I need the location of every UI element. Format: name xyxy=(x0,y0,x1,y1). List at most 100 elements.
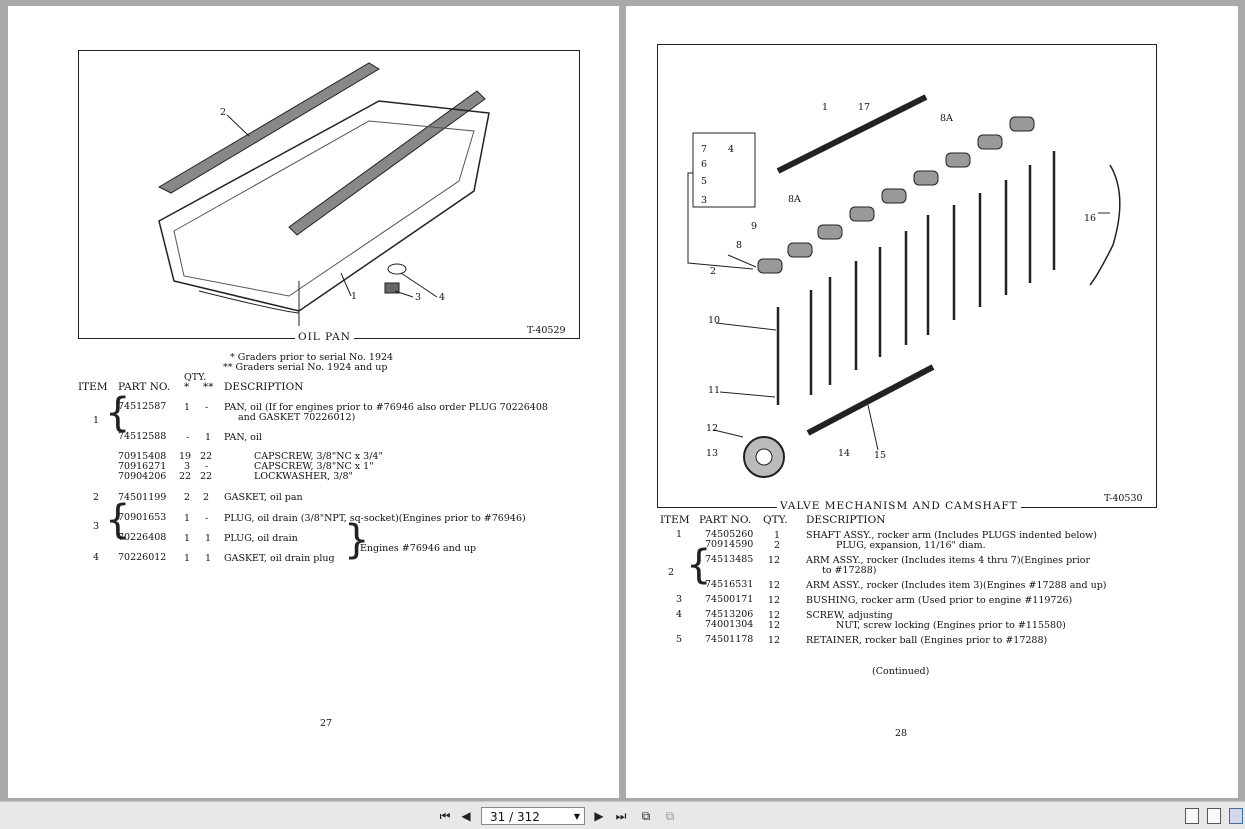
item-1: 1 xyxy=(93,415,100,426)
qty-dstar-header: ** xyxy=(203,381,214,393)
qty-1: - xyxy=(186,432,190,443)
description: CAPSCREW, 3/8"NC x 3/4" xyxy=(254,451,383,462)
continuous-icon[interactable] xyxy=(1207,808,1221,824)
part-no: 70916271 xyxy=(118,461,167,472)
part-no: 74505260 xyxy=(705,529,754,540)
item-4: 4 xyxy=(676,609,683,620)
part-no: 70914590 xyxy=(705,539,754,550)
qty-1: 1 xyxy=(184,553,191,564)
item-2: 2 xyxy=(668,567,675,578)
callout-15: 15 xyxy=(874,450,887,461)
qty-2: - xyxy=(205,402,209,413)
figure-caption: OIL PAN xyxy=(295,331,354,343)
description: NUT, screw locking (Engines prior to #11… xyxy=(836,620,1066,631)
callout-14: 14 xyxy=(838,448,851,459)
callout-8: 8 xyxy=(736,240,743,251)
qty-2: 1 xyxy=(205,533,212,544)
qty-header: QTY. xyxy=(184,372,207,383)
description-cont: and GASKET 70226012) xyxy=(238,412,356,423)
callout-3: 3 xyxy=(415,292,422,303)
description: RETAINER, rocker ball (Engines prior to … xyxy=(806,635,1048,646)
callout-8a-2: 8A xyxy=(788,194,801,205)
page-number-input[interactable]: 31 / 312 ▼ xyxy=(481,807,585,825)
item-header: ITEM xyxy=(78,381,108,393)
fit-icon[interactable]: ⧉ xyxy=(665,808,675,823)
part-no: 74512588 xyxy=(118,431,167,442)
part-no: 70226012 xyxy=(118,552,167,563)
qty-header: QTY. xyxy=(763,514,788,526)
qty: 12 xyxy=(768,620,781,631)
part-no: 74001304 xyxy=(705,619,754,630)
engines-note: Engines #76946 and up xyxy=(360,543,477,554)
valve-mechanism-illustration xyxy=(687,94,1121,478)
oil-pan-illustration xyxy=(157,62,490,326)
part-no: 74501199 xyxy=(118,492,167,503)
page-number: 28 xyxy=(895,728,908,739)
note-1: * Graders prior to serial No. 1924 xyxy=(230,352,394,363)
description: SHAFT ASSY., rocker arm (Includes PLUGS … xyxy=(806,530,1097,541)
qty: 2 xyxy=(774,540,781,551)
part-no: 74500171 xyxy=(705,594,754,605)
prev-page-icon[interactable]: ◀ xyxy=(461,809,471,823)
part-no: 74501178 xyxy=(705,634,754,645)
callout-17: 17 xyxy=(858,102,871,113)
first-page-icon[interactable]: ⏮ xyxy=(439,808,451,823)
description-header: DESCRIPTION xyxy=(806,514,886,526)
callout-7: 7 xyxy=(701,144,708,155)
callout-5: 5 xyxy=(701,176,708,187)
callout-1: 1 xyxy=(351,291,358,302)
description: PLUG, oil drain (3/8"NPT, sq-socket)(Eng… xyxy=(224,513,526,524)
item-3: 3 xyxy=(93,521,100,532)
part-no: 74513206 xyxy=(705,609,754,620)
qty-1: 22 xyxy=(179,471,192,482)
callout-6: 6 xyxy=(701,159,708,170)
description-header: DESCRIPTION xyxy=(224,381,304,393)
qty: 12 xyxy=(768,580,781,591)
description: BUSHING, rocker arm (Used prior to engin… xyxy=(806,595,1073,606)
note-2: ** Graders serial No. 1924 and up xyxy=(223,362,388,373)
rotate-icon[interactable]: ⧉ xyxy=(641,808,651,823)
single-page-icon[interactable] xyxy=(1185,808,1199,824)
qty-star-header: * xyxy=(184,381,190,393)
description: ARM ASSY., rocker (Includes items 4 thru… xyxy=(806,555,1090,566)
page-number: 27 xyxy=(320,718,333,729)
qty-2: 1 xyxy=(205,553,212,564)
description: PLUG, oil drain xyxy=(224,533,298,544)
qty: 12 xyxy=(768,635,781,646)
figure-caption: VALVE MECHANISM AND CAMSHAFT xyxy=(777,500,1021,512)
qty: 1 xyxy=(774,530,781,541)
callout-11: 11 xyxy=(708,385,721,396)
description: ARM ASSY., rocker (Includes item 3)(Engi… xyxy=(806,580,1107,591)
qty-2: 2 xyxy=(203,492,210,503)
item-header: ITEM xyxy=(660,514,690,526)
description: LOCKWASHER, 3/8" xyxy=(254,471,353,482)
chevron-down-icon[interactable]: ▼ xyxy=(573,812,580,821)
qty-1: 1 xyxy=(184,533,191,544)
brace: { xyxy=(686,542,712,588)
part-no: 70915408 xyxy=(118,451,167,462)
next-page-icon[interactable]: ▶ xyxy=(594,809,604,823)
qty-1: 2 xyxy=(184,492,191,503)
part-no: 70901653 xyxy=(118,512,167,523)
last-page-icon[interactable]: ⏭ xyxy=(615,808,627,823)
qty-2: 22 xyxy=(200,451,213,462)
brace: } xyxy=(344,517,370,563)
item-1: 1 xyxy=(676,529,683,540)
valve-mechanism-figure: 1 17 8A 7 4 6 5 3 8A 9 8 2 16 10 11 12 1… xyxy=(657,44,1157,508)
description: GASKET, oil pan xyxy=(224,492,303,503)
right-page: 1 17 8A 7 4 6 5 3 8A 9 8 2 16 10 11 12 1… xyxy=(626,6,1238,798)
part-no-header: PART NO. xyxy=(699,514,752,526)
part-no: 70226408 xyxy=(118,532,167,543)
callout-12: 12 xyxy=(706,423,719,434)
part-no-header: PART NO. xyxy=(118,381,171,393)
continued-note: (Continued) xyxy=(872,666,930,677)
figure-id: T-40530 xyxy=(1104,493,1143,504)
page-indicator: 31 / 312 xyxy=(490,810,540,824)
qty-1: 1 xyxy=(184,402,191,413)
qty-1: 3 xyxy=(184,461,191,472)
description: SCREW, adjusting xyxy=(806,610,893,621)
brace: { xyxy=(105,390,131,436)
description: PAN, oil xyxy=(224,432,262,443)
two-page-icon[interactable] xyxy=(1229,808,1243,824)
qty-2: 1 xyxy=(205,432,212,443)
